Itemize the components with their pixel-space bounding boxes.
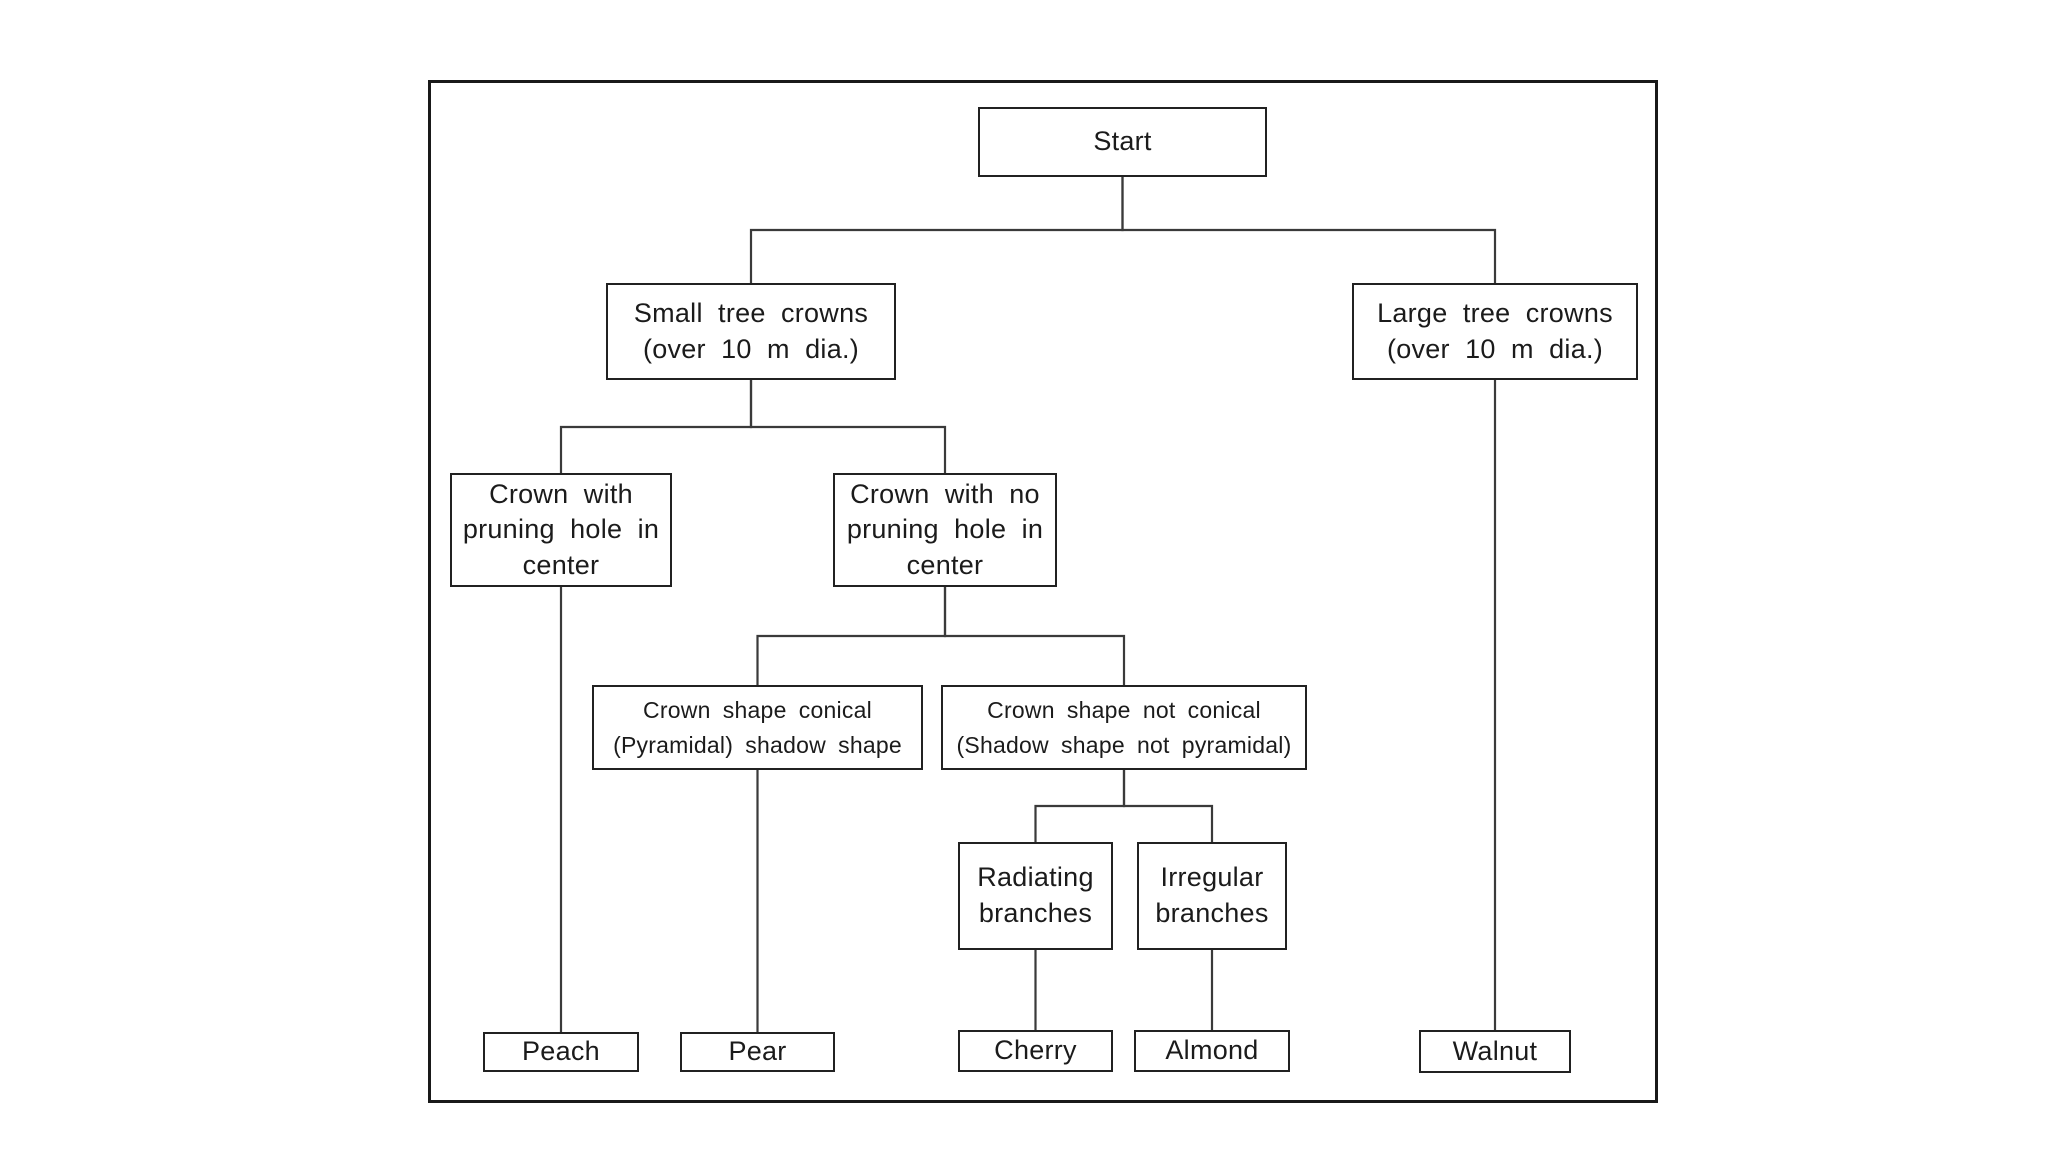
- edge-not_conical-irregular: [1122, 770, 1214, 842]
- node-almond: Almond: [1134, 1030, 1290, 1072]
- diagram-border: [428, 80, 1658, 1103]
- node-pear: Pear: [680, 1032, 835, 1072]
- node-label: Peach: [522, 1036, 600, 1067]
- node-label: Irregular branches: [1155, 862, 1269, 928]
- node-label: Crown with no pruning hole in center: [846, 478, 1044, 580]
- node-large-tree-crowns: Large tree crowns (over 10 m dia.): [1352, 283, 1638, 380]
- node-label: Start: [1093, 126, 1152, 157]
- node-cherry: Cherry: [958, 1030, 1113, 1072]
- node-crown-shape-conical: Crown shape conical (Pyramidal) shadow s…: [592, 685, 923, 770]
- node-label: Radiating branches: [977, 862, 1094, 928]
- node-label: Large tree crowns (over 10 m dia.): [1377, 297, 1613, 364]
- node-label: Crown with pruning hole in center: [462, 478, 660, 580]
- node-irregular-branches: Irregular branches: [1137, 842, 1287, 950]
- node-radiating-branches: Radiating branches: [958, 842, 1113, 950]
- node-crown-shape-not-conical: Crown shape not conical (Shadow shape no…: [941, 685, 1307, 770]
- node-label: Crown shape not conical (Shadow shape no…: [956, 697, 1292, 758]
- node-small-tree-crowns: Small tree crowns (over 10 m dia.): [606, 283, 896, 380]
- node-label: Walnut: [1452, 1035, 1538, 1066]
- node-walnut: Walnut: [1419, 1030, 1571, 1073]
- node-crown-no-pruning-hole: Crown with no pruning hole in center: [833, 473, 1057, 587]
- node-crown-with-pruning-hole: Crown with pruning hole in center: [450, 473, 672, 587]
- node-label: Cherry: [994, 1035, 1077, 1066]
- edge-crown_no_hole-not_conical: [943, 587, 1126, 685]
- node-peach: Peach: [483, 1032, 639, 1072]
- node-label: Pear: [728, 1036, 787, 1067]
- edge-small_crowns-crown_no_hole: [749, 380, 947, 473]
- edge-start-large_crowns: [1121, 177, 1497, 283]
- node-start: Start: [978, 107, 1267, 177]
- node-label: Crown shape conical (Pyramidal) shadow s…: [613, 697, 902, 758]
- node-label: Small tree crowns (over 10 m dia.): [633, 297, 869, 364]
- node-label: Almond: [1165, 1035, 1259, 1066]
